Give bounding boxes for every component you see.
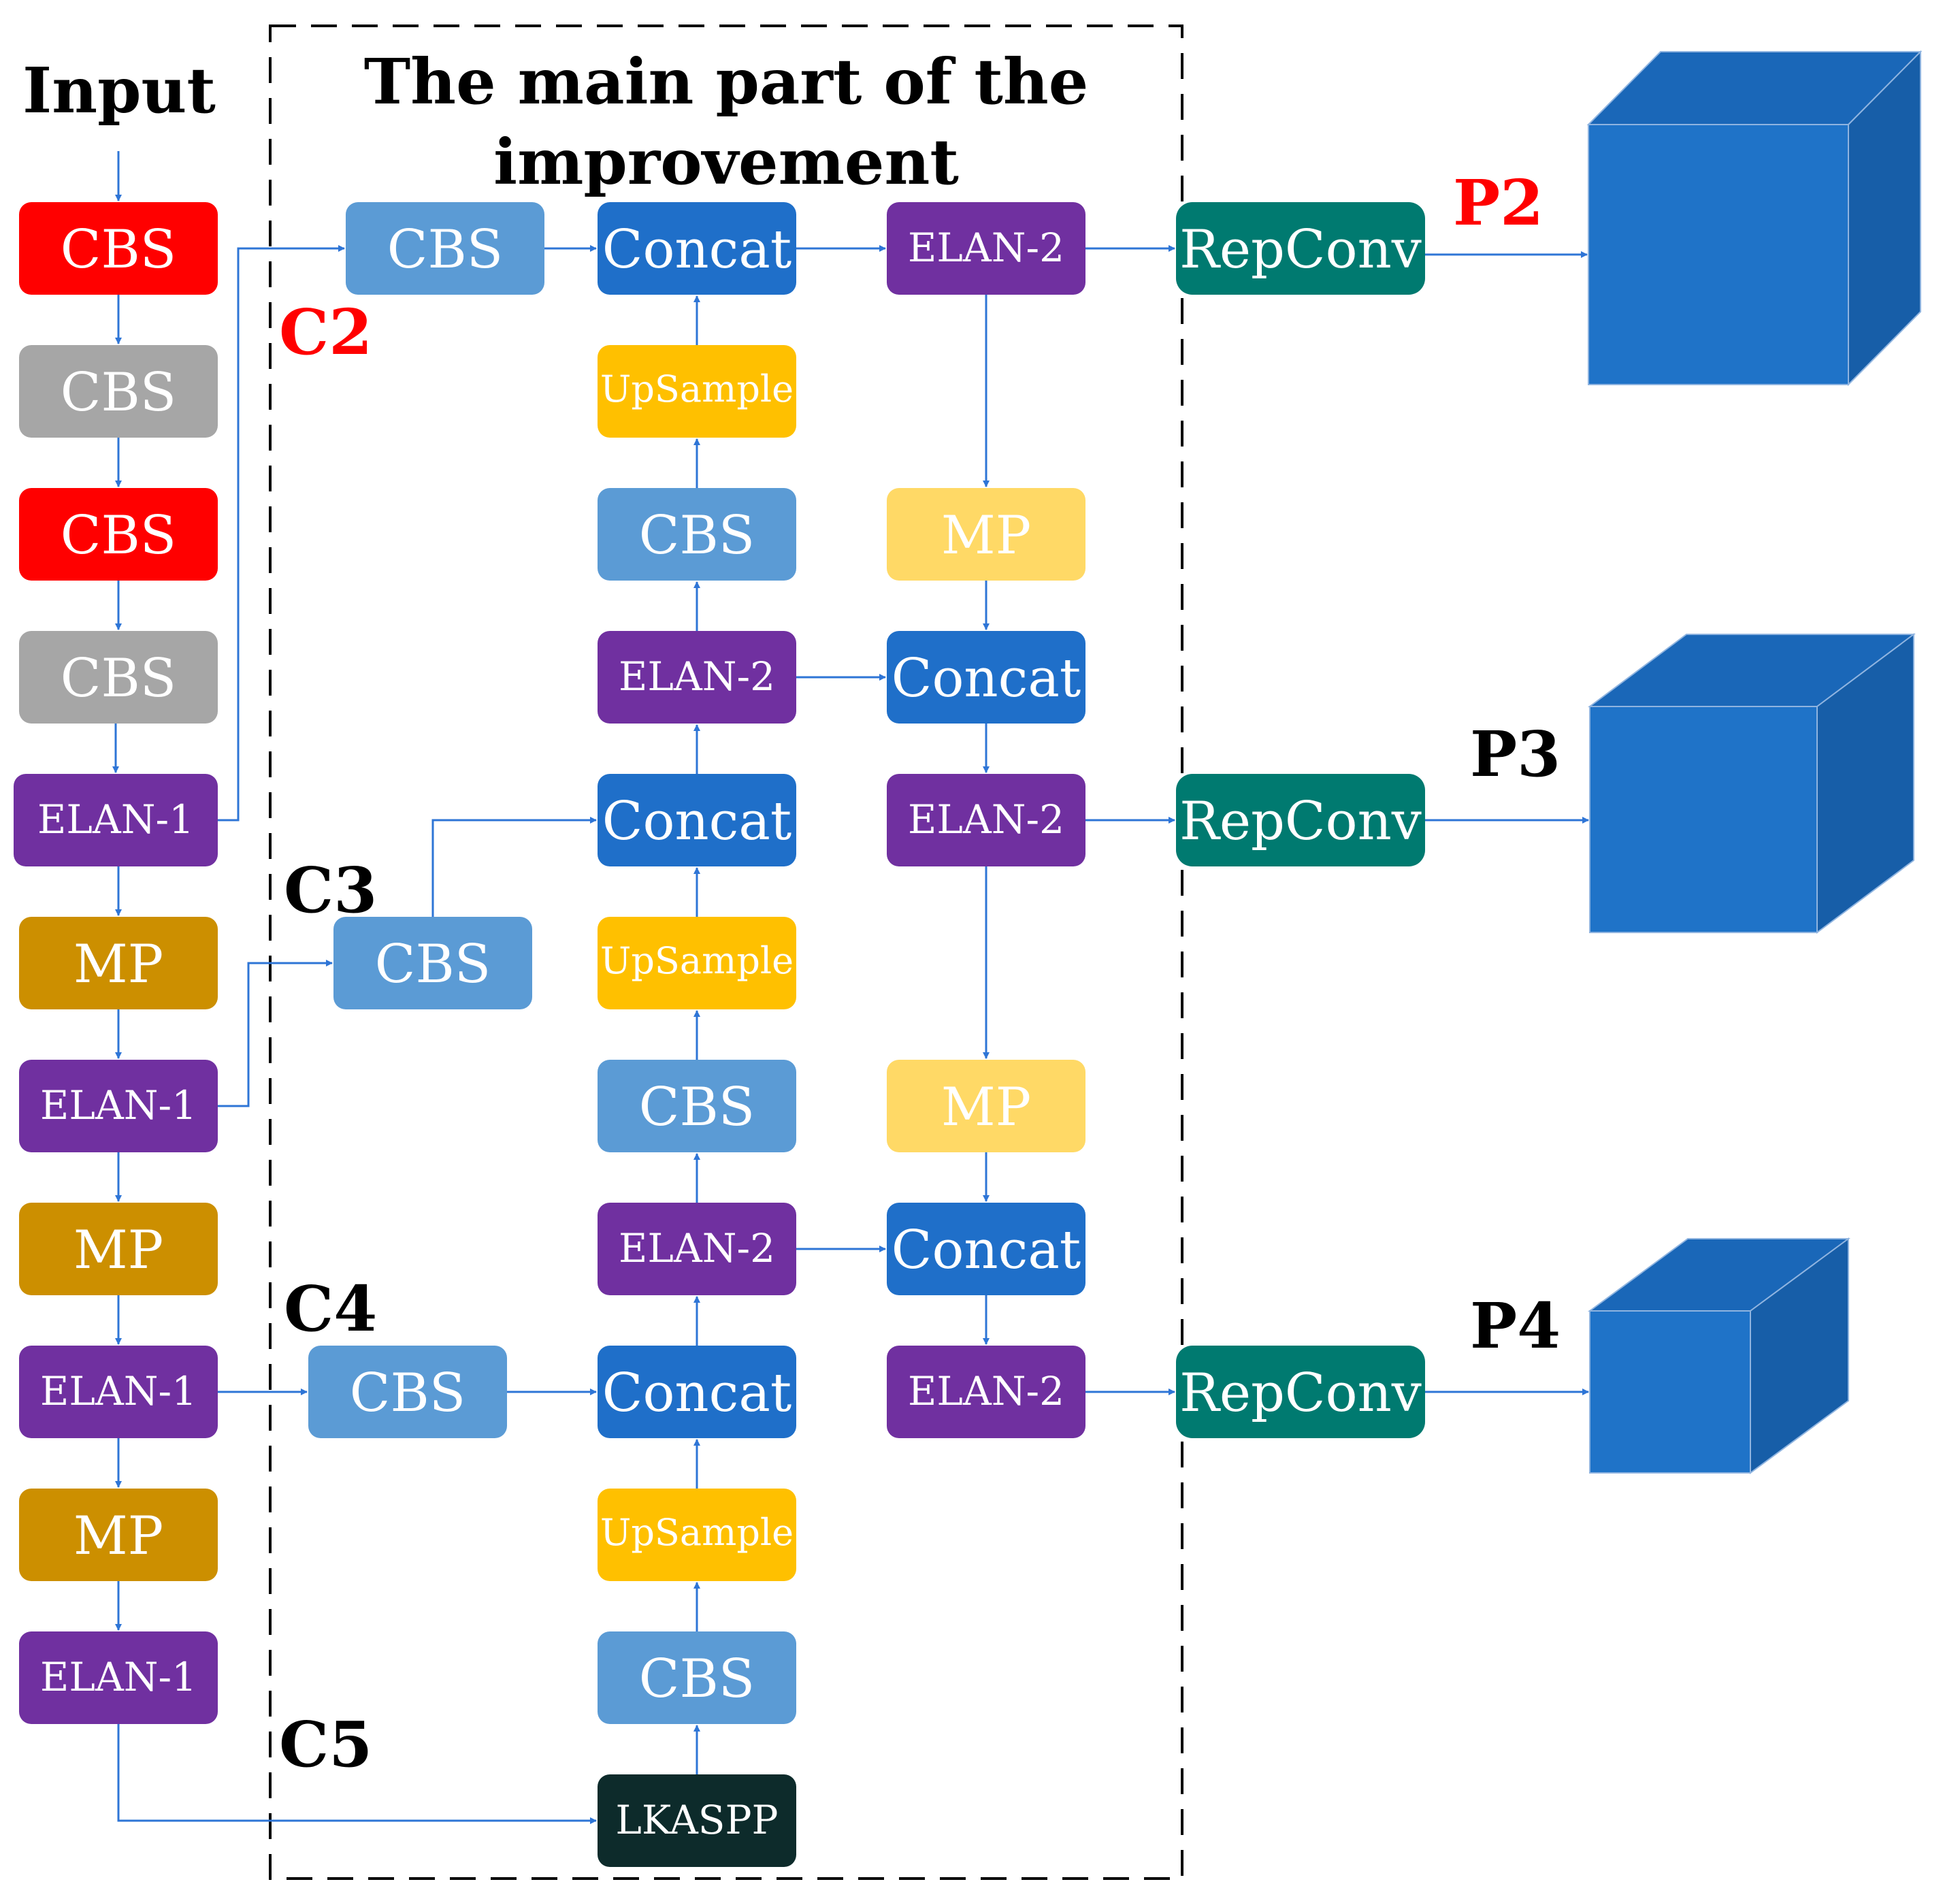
backbone-elan1-1: ELAN-1 [14, 774, 218, 866]
topdown-cbs-1-label: CBS [639, 505, 755, 566]
c3-label: C3 [284, 854, 377, 927]
c2-label: C2 [279, 295, 372, 369]
bottomup-concat-2-label: Concat [892, 1220, 1081, 1281]
topdown-elan2-1: ELAN-2 [598, 631, 796, 724]
repconv-p3-label: RepConv [1179, 791, 1422, 852]
lateral-cbs-c3: CBS [333, 917, 532, 1009]
topdown-elan2-2-label: ELAN-2 [619, 1225, 775, 1271]
bottomup-concat-1: Concat [887, 631, 1085, 724]
topdown-concat-2-label: Concat [602, 791, 791, 852]
topdown-cbs-3: CBS [598, 1631, 796, 1724]
topdown-concat-1-label: Concat [602, 219, 791, 280]
lateral-cbs-c2-label: CBS [387, 219, 503, 280]
backbone-elan1-4: ELAN-1 [19, 1631, 218, 1724]
bottomup-mp-1: MP [887, 488, 1085, 581]
bottomup-elan2-2: ELAN-2 [887, 774, 1085, 866]
topdown-upsample-2-label: UpSample [600, 939, 794, 982]
repconv-p2: RepConv [1176, 202, 1425, 295]
module-blocks: CBS CBS CBS CBS ELAN-1 MP ELAN-1 MP [14, 202, 1425, 1867]
topdown-concat-1: Concat [598, 202, 796, 295]
repconv-p3: RepConv [1176, 774, 1425, 866]
topdown-upsample-3: UpSample [598, 1489, 796, 1581]
bottomup-mp-1-label: MP [941, 505, 1031, 566]
backbone-elan1-4-label: ELAN-1 [40, 1654, 197, 1700]
backbone-cbs-2-label: CBS [61, 362, 176, 423]
cube-icon-p3 [1587, 633, 1916, 934]
improvement-region-frame [269, 25, 1183, 1880]
topdown-upsample-2: UpSample [598, 917, 796, 1009]
topdown-concat-2: Concat [598, 774, 796, 866]
arrow-lateral-c3-concat [431, 817, 597, 917]
topdown-cbs-2: CBS [598, 1060, 796, 1152]
bottomup-elan2-1-label: ELAN-2 [908, 225, 1064, 271]
input-label: Input [22, 54, 216, 127]
backbone-mp-3-label: MP [74, 1506, 163, 1567]
repconv-p2-label: RepConv [1179, 219, 1422, 280]
cube-icon-p4 [1587, 1237, 1851, 1474]
bottomup-elan2-3-label: ELAN-2 [908, 1368, 1064, 1414]
backbone-elan1-3: ELAN-1 [19, 1346, 218, 1438]
bottomup-concat-1-label: Concat [892, 648, 1081, 709]
topdown-concat-3: Concat [598, 1346, 796, 1438]
region-title-line1: The main part of the [364, 45, 1089, 118]
connection-arrows [112, 151, 1589, 1824]
p3-label: P3 [1470, 717, 1561, 791]
backbone-mp-1: MP [19, 917, 218, 1009]
backbone-cbs-1: CBS [19, 202, 218, 295]
topdown-cbs-3-label: CBS [639, 1648, 755, 1710]
backbone-cbs-2: CBS [19, 345, 218, 438]
repconv-p4-label: RepConv [1179, 1363, 1422, 1424]
backbone-cbs-4: CBS [19, 631, 218, 724]
topdown-elan2-1-label: ELAN-2 [619, 653, 775, 700]
backbone-elan1-1-label: ELAN-1 [37, 796, 194, 843]
bottomup-mp-2-label: MP [941, 1077, 1031, 1138]
arrow-c2-branch [218, 245, 345, 822]
topdown-cbs-2-label: CBS [639, 1077, 755, 1138]
c4-label: C4 [284, 1272, 377, 1346]
bottomup-concat-2: Concat [887, 1203, 1085, 1295]
backbone-cbs-3: CBS [19, 488, 218, 581]
lateral-cbs-c4: CBS [308, 1346, 507, 1438]
bottomup-elan2-3: ELAN-2 [887, 1346, 1085, 1438]
p2-label: P2 [1453, 166, 1544, 240]
backbone-elan1-3-label: ELAN-1 [40, 1368, 197, 1414]
backbone-mp-3: MP [19, 1489, 218, 1581]
repconv-p4: RepConv [1176, 1346, 1425, 1438]
backbone-mp-2: MP [19, 1203, 218, 1295]
lateral-cbs-c2: CBS [346, 202, 544, 295]
backbone-mp-2-label: MP [74, 1220, 163, 1281]
backbone-elan1-2-label: ELAN-1 [40, 1082, 197, 1128]
topdown-cbs-1: CBS [598, 488, 796, 581]
c5-label: C5 [279, 1708, 372, 1781]
arrow-c5-branch [117, 1724, 597, 1824]
backbone-cbs-3-label: CBS [61, 505, 176, 566]
lateral-cbs-c4-label: CBS [350, 1363, 466, 1424]
region-title-line2: improvement [493, 125, 959, 199]
topdown-upsample-1-label: UpSample [600, 368, 794, 410]
topdown-upsample-1: UpSample [598, 345, 796, 438]
arrow-c3-branch [218, 960, 333, 1107]
lateral-cbs-c3-label: CBS [375, 934, 491, 995]
topdown-elan2-2: ELAN-2 [598, 1203, 796, 1295]
p4-label: P4 [1470, 1289, 1561, 1363]
backbone-elan1-2: ELAN-1 [19, 1060, 218, 1152]
backbone-cbs-4-label: CBS [61, 648, 176, 709]
cube-icon-p2 [1586, 50, 1923, 387]
bottomup-elan2-2-label: ELAN-2 [908, 796, 1064, 843]
topdown-upsample-3-label: UpSample [600, 1511, 794, 1554]
bottomup-elan2-1: ELAN-2 [887, 202, 1085, 295]
lkaspp-block: LKASPP [598, 1774, 796, 1867]
backbone-mp-1-label: MP [74, 934, 163, 995]
backbone-cbs-1-label: CBS [61, 219, 176, 280]
topdown-concat-3-label: Concat [602, 1363, 791, 1424]
bottomup-mp-2: MP [887, 1060, 1085, 1152]
lkaspp-label: LKASPP [615, 1797, 778, 1843]
